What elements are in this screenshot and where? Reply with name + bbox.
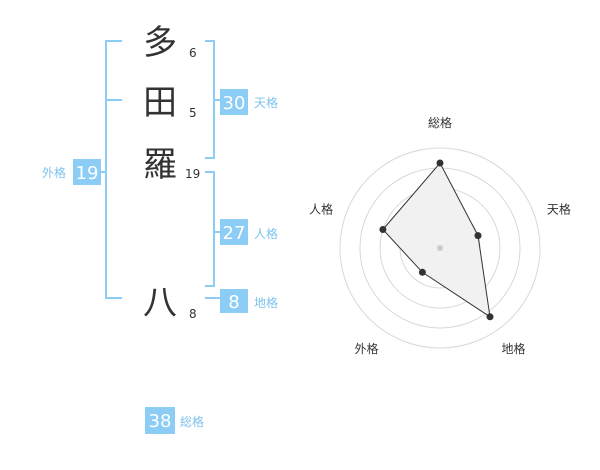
name-characters: 多 田 羅 八 xyxy=(143,23,177,323)
jinkaku-badge: 27 人格 xyxy=(220,219,278,245)
soukaku-value: 38 xyxy=(149,411,172,432)
name-char-1: 多 xyxy=(143,23,177,63)
radar-point-1 xyxy=(436,159,444,167)
chikaku-badge: 8 地格 xyxy=(220,289,278,313)
radar-point-4 xyxy=(418,268,426,276)
name-char-4: 八 xyxy=(143,283,177,323)
radar-point-2 xyxy=(474,232,482,240)
radar-polygon xyxy=(382,162,491,318)
chikaku-label: 地格 xyxy=(254,295,278,310)
name-char-3: 羅 xyxy=(143,145,177,185)
name-char-2: 田 xyxy=(143,83,177,123)
radar-axis-label-4: 外格 xyxy=(354,341,378,356)
gaikaku-badge: 19 外格 xyxy=(42,159,101,185)
radar-center-dot xyxy=(437,245,443,251)
stroke-counts: 6 5 19 8 xyxy=(185,46,200,321)
tenkaku-badge-box xyxy=(220,89,248,115)
tenkaku-bracket xyxy=(205,40,221,159)
radar-ring-5 xyxy=(339,147,541,349)
gaikaku-value: 19 xyxy=(76,163,99,184)
jinkaku-label: 人格 xyxy=(254,226,278,241)
soukaku-badge-box xyxy=(145,407,175,434)
soukaku-label: 総格 xyxy=(180,414,204,429)
gaikaku-bracket xyxy=(100,40,122,299)
stroke-count-2: 5 xyxy=(189,106,197,120)
jinkaku-bracket xyxy=(205,171,221,287)
radar-point-3 xyxy=(486,313,494,321)
soukaku-badge: 38 総格 xyxy=(145,407,204,434)
radar-axis-label-2: 天格 xyxy=(547,201,571,216)
gaikaku-label: 外格 xyxy=(42,165,66,180)
jinkaku-badge-box xyxy=(220,219,248,245)
chikaku-value: 8 xyxy=(228,292,239,313)
radar-point-5 xyxy=(379,226,387,233)
radar-axis-label-3: 地格 xyxy=(501,341,525,356)
stroke-count-4: 8 xyxy=(189,307,197,321)
stroke-count-3: 19 xyxy=(185,167,200,181)
jinkaku-value: 27 xyxy=(223,223,246,244)
tenkaku-value: 30 xyxy=(223,93,246,114)
radar-axis-label-1: 総格 xyxy=(428,115,452,130)
radar-points xyxy=(379,159,494,321)
radar-axis-label-5: 人格 xyxy=(309,201,333,216)
stroke-count-1: 6 xyxy=(189,46,197,60)
tenkaku-badge: 30 天格 xyxy=(220,89,278,115)
tenkaku-label: 天格 xyxy=(254,95,278,110)
chikaku-badge-box xyxy=(220,289,248,313)
gaikaku-badge-box xyxy=(73,159,101,185)
